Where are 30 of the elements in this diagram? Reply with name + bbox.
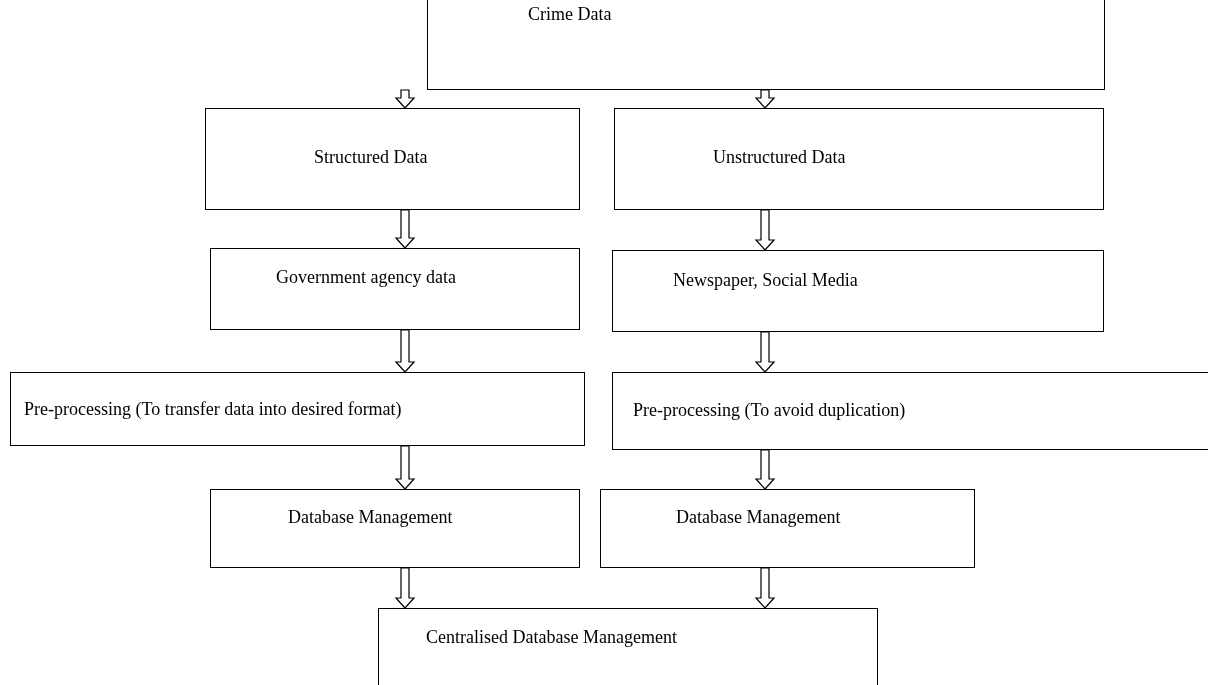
process-box: [210, 248, 580, 330]
box-label: Database Management: [288, 507, 453, 528]
box-label: Centralised Database Management: [426, 627, 677, 648]
process-box: [600, 489, 975, 568]
box-label: Database Management: [676, 507, 841, 528]
hollow-arrow: [394, 209, 416, 249]
hollow-arrow: [394, 329, 416, 373]
box-label: Unstructured Data: [713, 147, 846, 168]
box-label: Pre-processing (To avoid duplication): [633, 400, 906, 421]
hollow-arrow: [754, 331, 776, 373]
hollow-arrow: [394, 567, 416, 609]
process-box: [378, 608, 878, 685]
hollow-arrow: [394, 89, 416, 109]
hollow-arrow: [754, 567, 776, 609]
process-box: [427, 0, 1105, 90]
box-label: Newspaper, Social Media: [673, 270, 858, 291]
process-box: [612, 372, 1208, 450]
process-box: [205, 108, 580, 210]
process-box: [614, 108, 1104, 210]
process-box: [612, 250, 1104, 332]
process-box: [210, 489, 580, 568]
process-box: [10, 372, 585, 446]
hollow-arrow: [754, 89, 776, 109]
hollow-arrow: [754, 449, 776, 490]
box-label: Crime Data: [528, 4, 612, 25]
box-label: Government agency data: [276, 267, 456, 288]
box-label: Structured Data: [314, 147, 428, 168]
hollow-arrow: [754, 209, 776, 251]
box-label: Pre-processing (To transfer data into desired format): [24, 399, 402, 420]
hollow-arrow: [394, 445, 416, 490]
